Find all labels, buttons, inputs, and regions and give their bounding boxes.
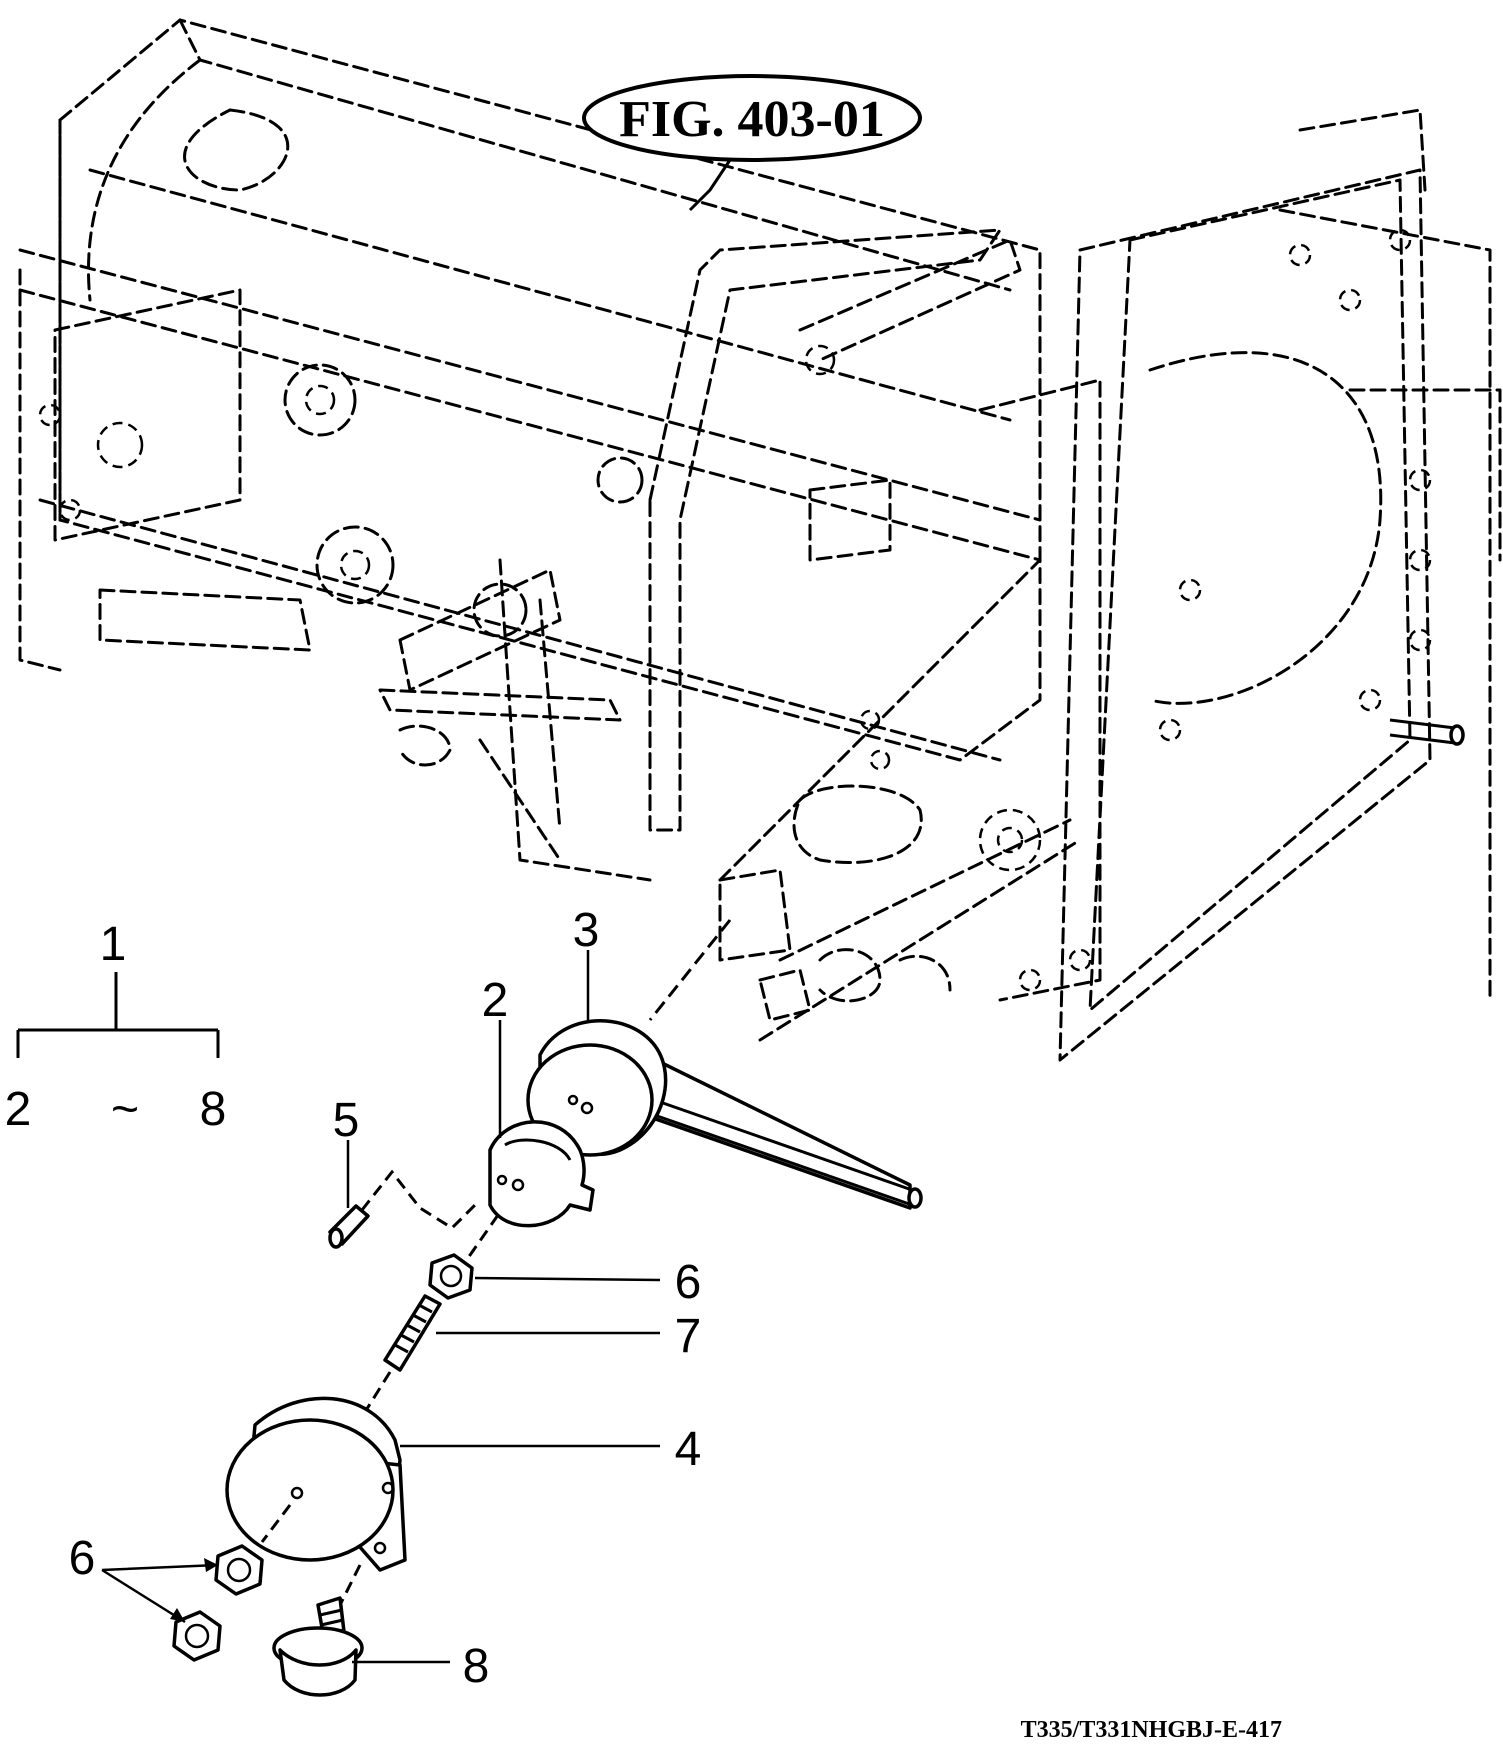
- assembly-number: 1: [100, 918, 127, 971]
- part-5-callout: 5: [333, 1094, 360, 1147]
- part-6-lower-arrowhead-2: [170, 1608, 185, 1622]
- assembly-range-separator: ~: [111, 1083, 139, 1136]
- figure-reference-badge[interactable]: FIG. 403-01: [582, 74, 922, 162]
- part-5-pin[interactable]: [328, 1169, 477, 1249]
- figure-reference-text: FIG. 403-01: [619, 91, 885, 148]
- part-3-sensor-arm[interactable]: [526, 919, 923, 1210]
- part-6-upper-leader: [474, 1276, 661, 1282]
- part-7-stud[interactable]: [358, 1294, 442, 1421]
- part-6-lower-callout: 6: [69, 1532, 96, 1585]
- part-2-plate[interactable]: [488, 1120, 595, 1228]
- assembly-range-end: 8: [200, 1083, 227, 1136]
- part-8-callout: 8: [463, 1640, 490, 1693]
- part-7-callout: 7: [675, 1310, 702, 1363]
- part-6-upper-callout: 6: [675, 1256, 702, 1309]
- part-4-sensor-housing[interactable]: [225, 1396, 407, 1606]
- part-3-callout: 3: [573, 904, 600, 957]
- part-6-nuts-lower[interactable]: [172, 1544, 264, 1662]
- figure-reference-leader: [688, 159, 732, 212]
- drawing-code: T335/T331NHGBJ-E-417: [1021, 1717, 1282, 1743]
- transmission-housing-outline: [18, 18, 1502, 1062]
- part-6-lower-arrowheads: [204, 1558, 218, 1572]
- part-6-lower-leader: [101, 1563, 219, 1624]
- assembly-bracket: 1 2 ~ 8: [5, 918, 227, 1136]
- part-2-callout: 2: [482, 974, 509, 1027]
- assembly-range-start: 2: [5, 1083, 32, 1136]
- part-8-bolt[interactable]: [272, 1596, 364, 1697]
- part-6-nut-upper[interactable]: [428, 1214, 500, 1300]
- part-4-callout: 4: [675, 1423, 702, 1476]
